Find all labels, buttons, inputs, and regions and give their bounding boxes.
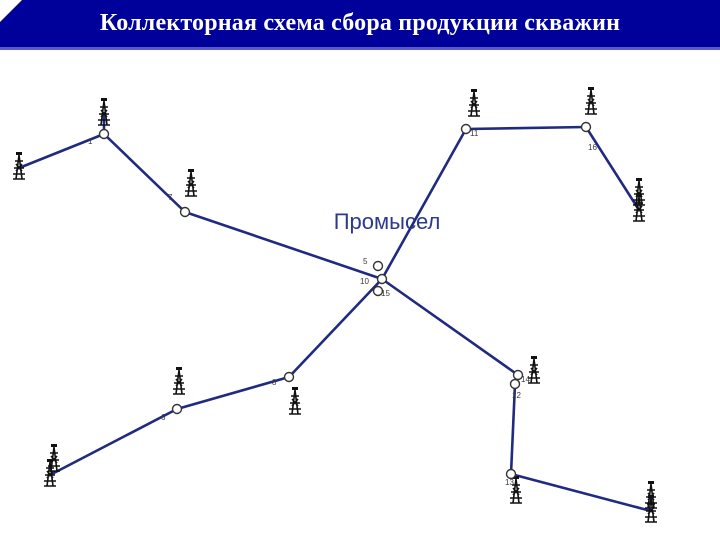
well-icon-w1	[98, 98, 110, 126]
node-label-15: 15	[381, 289, 390, 298]
pipelines-layer	[17, 112, 653, 513]
node-label-16: 16	[588, 143, 597, 152]
junction-node-1	[98, 128, 110, 140]
pipeline-n8-n6	[175, 375, 291, 411]
title-corner-accent	[0, 0, 22, 22]
junction-node-16	[580, 121, 592, 133]
wells-layer	[13, 87, 657, 523]
pipeline-n10-n8	[287, 277, 384, 379]
well-icon-w5	[585, 87, 597, 115]
junction-node-6	[171, 403, 183, 415]
node-label-12: 12	[512, 391, 521, 400]
junction-node-13	[505, 468, 517, 480]
title-bar	[0, 0, 720, 47]
pipeline-n6-w11	[48, 407, 179, 477]
well-icon-w13	[510, 476, 522, 504]
pipeline-n16-w7	[584, 125, 641, 212]
node-label-8: 8	[272, 378, 277, 387]
pipeline-w2-n1	[17, 132, 106, 170]
title-underline	[0, 47, 720, 50]
pipeline-n11-n16	[464, 125, 588, 131]
junction-node-5	[372, 260, 384, 272]
pipeline-n10-n14	[380, 277, 520, 377]
well-icon-w12	[528, 356, 540, 384]
pipeline-n12-n13	[509, 382, 517, 476]
junction-node-8	[283, 371, 295, 383]
junction-node-10	[376, 273, 388, 285]
well-icon-w4	[468, 89, 480, 117]
node-label-6: 6	[161, 413, 166, 422]
well-icon-w9	[289, 387, 301, 415]
junction-node-7	[179, 206, 191, 218]
well-icon-w2	[13, 152, 25, 180]
well-icon-w7	[633, 194, 645, 222]
node-label-11: 11	[470, 129, 479, 138]
field-label: Промысел	[334, 209, 441, 234]
node-label-14: 14	[521, 375, 530, 384]
pipeline-n1-n7	[102, 132, 187, 214]
junction-node-14	[512, 369, 524, 381]
junction-node-11	[460, 123, 472, 135]
pipeline-n10-n11	[380, 127, 468, 281]
well-icon-w8	[173, 367, 185, 395]
junction-node-12	[509, 378, 521, 390]
node-label-10: 10	[360, 277, 369, 286]
slide-title: Коллекторная схема сбора продукции скваж…	[99, 10, 621, 36]
node-label-13: 13	[505, 478, 514, 487]
pipeline-n7-n10	[183, 210, 384, 281]
well-icon-w11	[44, 459, 56, 487]
node-label-1: 1	[88, 137, 93, 146]
well-icon-w15	[645, 495, 657, 523]
node-label-7: 7	[168, 193, 173, 202]
pipeline-n13-w15	[509, 472, 653, 513]
junction-node-15	[372, 285, 384, 297]
node-label-5: 5	[363, 257, 368, 266]
well-icon-w3	[185, 169, 197, 197]
